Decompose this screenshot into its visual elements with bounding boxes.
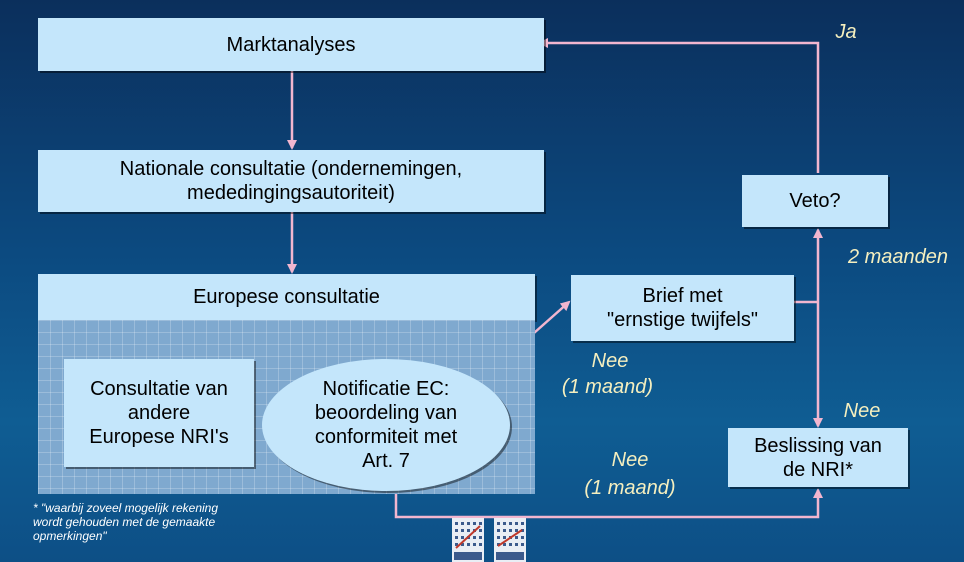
arrow-notificatie-beslissing [394,488,823,519]
box-marktanalyses: Marktanalyses [38,18,544,71]
notificatie-line-3: conformiteit met [314,426,458,448]
label-nee-bottom: Nee [611,449,649,471]
label-nee-top: Nee [591,350,629,372]
notificatie-line-2: beoordeling van [314,402,458,424]
logo-right-icon [494,518,526,562]
consultatie-line-3: Europese NRI's [89,426,229,448]
notificatie-line-1: Notificatie EC: [322,378,450,400]
brief-line-2: "ernstige twijfels" [607,309,758,331]
nationale-line-2: mededingingsautoriteit) [187,182,395,204]
arrow-veto-marktanalyses [538,38,820,173]
consultatie-line-1: Consultatie van [90,378,228,400]
footnote-line-3: opmerkingen" [33,529,107,543]
veto-text: Veto? [789,190,841,212]
consultatie-line-2: andere [127,402,191,424]
beslissing-line-2: de NRI* [782,458,854,481]
footnote-line-2: wordt gehouden met de gemaakte [33,515,216,529]
nationale-line-1: Nationale consultatie (ondernemingen, [119,158,463,180]
beslissing-line-1: Beslissing van [754,434,882,457]
logo-left-icon [452,518,484,562]
label-een-maand-top: (1 maand) [561,376,654,398]
ellipse-notificatie-ec: Notificatie EC: beoordeling van conformi… [262,359,510,491]
label-ja: Ja [835,21,857,43]
notificatie-line-4: Art. 7 [362,450,410,472]
box-consultatie-nri: Consultatie van andere Europese NRI's [64,359,254,467]
label-2-maanden: 2 maanden [847,246,949,268]
box-europese-consultatie: Europese consultatie [38,274,535,320]
label-nee-right: Nee [843,400,881,422]
footnote-line-1: * "waarbij zoveel mogelijk rekening [33,501,219,515]
box-veto: Veto? [742,175,888,227]
label-een-maand-bottom: (1 maand) [584,477,676,499]
brief-line-1: Brief met [642,285,723,307]
box-nationale-consultatie: Nationale consultatie (ondernemingen, me… [38,150,544,212]
box-brief: Brief met "ernstige twijfels" [571,275,794,341]
box-europese-text: Europese consultatie [193,286,380,308]
box-marktanalyses-text: Marktanalyses [226,33,356,56]
box-beslissing: Beslissing van de NRI* [728,428,908,487]
footnote: * "waarbij zoveel mogelijk rekening word… [33,501,293,543]
